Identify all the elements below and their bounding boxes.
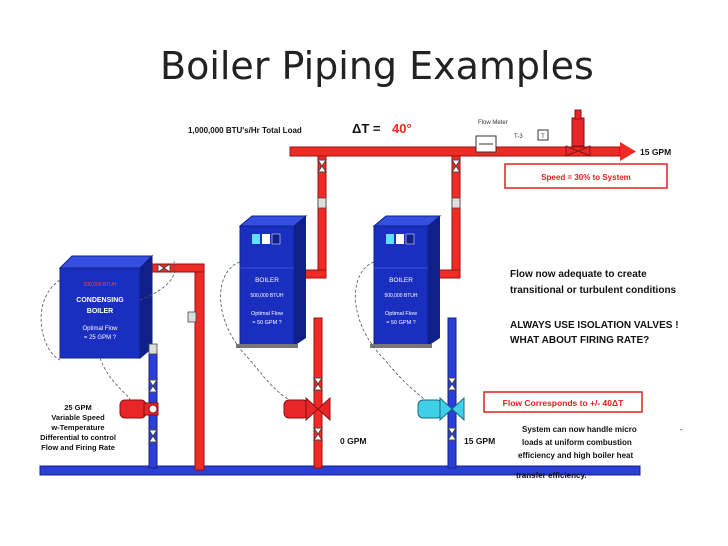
isolation-line2: WHAT ABOUT FIRING RATE? bbox=[510, 335, 649, 346]
note-dash: - bbox=[680, 425, 683, 434]
isolation-line1: ALWAYS USE ISOLATION VALVES ! bbox=[510, 320, 679, 331]
system-note-line1: System can now handle micro bbox=[522, 425, 637, 434]
boiler2-return-pipe bbox=[313, 317, 323, 469]
var-speed-line5: Flow and Firing Rate bbox=[41, 443, 115, 452]
boiler-2: BOILER 500,000 BTUH Optimal Flow = 50 GP… bbox=[236, 215, 308, 348]
control-wiring-dashed bbox=[40, 261, 426, 401]
var-speed-line2: Variable Speed bbox=[51, 413, 105, 422]
system-note-line3: efficiency and high boiler heat bbox=[518, 451, 633, 460]
system-note-line4: transfer efficiency. bbox=[516, 471, 587, 480]
return-header-pipe bbox=[39, 465, 641, 476]
condensing-flow-line2: = 25 GPM ? bbox=[84, 335, 117, 341]
sensor-t-label: T bbox=[541, 134, 545, 140]
speed-callout-text: Speed = 30% to System bbox=[541, 173, 631, 182]
var-speed-line3: w-Temperature bbox=[50, 423, 104, 432]
delta-t-value: 40° bbox=[392, 121, 412, 136]
condensing-name-line2: BOILER bbox=[87, 308, 113, 315]
condensing-supply-riser bbox=[194, 267, 205, 471]
boiler2-rating: 500,000 BTUH bbox=[250, 293, 283, 299]
boiler3-rating: 500,000 BTUH bbox=[384, 293, 417, 299]
flow-now-line2: transitional or turbulent conditions bbox=[510, 285, 677, 296]
flow-meter bbox=[475, 135, 497, 153]
condensing-rating: 200,000 BTUH bbox=[83, 282, 116, 288]
flow-meter-label: Flow Meter bbox=[478, 120, 508, 126]
var-speed-line4: Differential to control bbox=[40, 433, 116, 442]
boiler-3: BOILER 500,000 BTUH Optimal Flow = 50 GP… bbox=[370, 215, 442, 348]
condensing-name-line1: CONDENSING bbox=[76, 297, 124, 304]
boiler2-flow-line1: Optimal Flow bbox=[251, 311, 283, 317]
delta-t-label: ΔT = bbox=[352, 121, 381, 136]
air-separator bbox=[565, 109, 591, 157]
condensing-boiler: 200,000 BTUH CONDENSING BOILER Optimal F… bbox=[58, 254, 154, 360]
boiler3-name: BOILER bbox=[389, 277, 413, 284]
sensor-t-box bbox=[537, 129, 549, 141]
boiler3-pump bbox=[417, 396, 465, 422]
flow-now-line1: Flow now adequate to create bbox=[510, 269, 647, 280]
condensing-variable-speed-pump bbox=[119, 399, 159, 419]
boiler2-name: BOILER bbox=[255, 277, 279, 284]
isolation-valves bbox=[148, 159, 461, 443]
boiler3-gpm-label: 15 GPM bbox=[464, 436, 495, 446]
total-load-label: 1,000,000 BTU's/Hr Total Load bbox=[188, 126, 302, 135]
speed-callout-box bbox=[504, 163, 668, 189]
supply-arrow bbox=[620, 142, 636, 161]
boiler2-gpm-label: 0 GPM bbox=[340, 436, 366, 446]
check-valves bbox=[148, 197, 461, 355]
supply-gpm-label: 15 GPM bbox=[640, 147, 671, 157]
condensing-flow-line1: Optimal Flow bbox=[82, 326, 118, 332]
var-speed-line1: 25 GPM bbox=[64, 403, 92, 412]
boiler3-supply-riser bbox=[451, 155, 461, 277]
boiler2-pump bbox=[283, 396, 331, 422]
system-note-line2: loads at uniform combustion bbox=[522, 438, 632, 447]
corresponds-callout-box bbox=[483, 391, 643, 413]
t3-label: T-3 bbox=[514, 134, 523, 140]
page-title: Boiler Piping Examples bbox=[160, 44, 594, 88]
boiler3-return-pipe bbox=[447, 317, 457, 469]
corresponds-callout-text: Flow Corresponds to +/- 40ΔT bbox=[503, 398, 624, 408]
boiler3-flow-line2: = 50 GPM ? bbox=[386, 320, 416, 326]
boiler2-supply-riser bbox=[317, 155, 327, 277]
boiler2-flow-line2: = 50 GPM ? bbox=[252, 320, 282, 326]
boiler3-flow-line1: Optimal Flow bbox=[385, 311, 417, 317]
